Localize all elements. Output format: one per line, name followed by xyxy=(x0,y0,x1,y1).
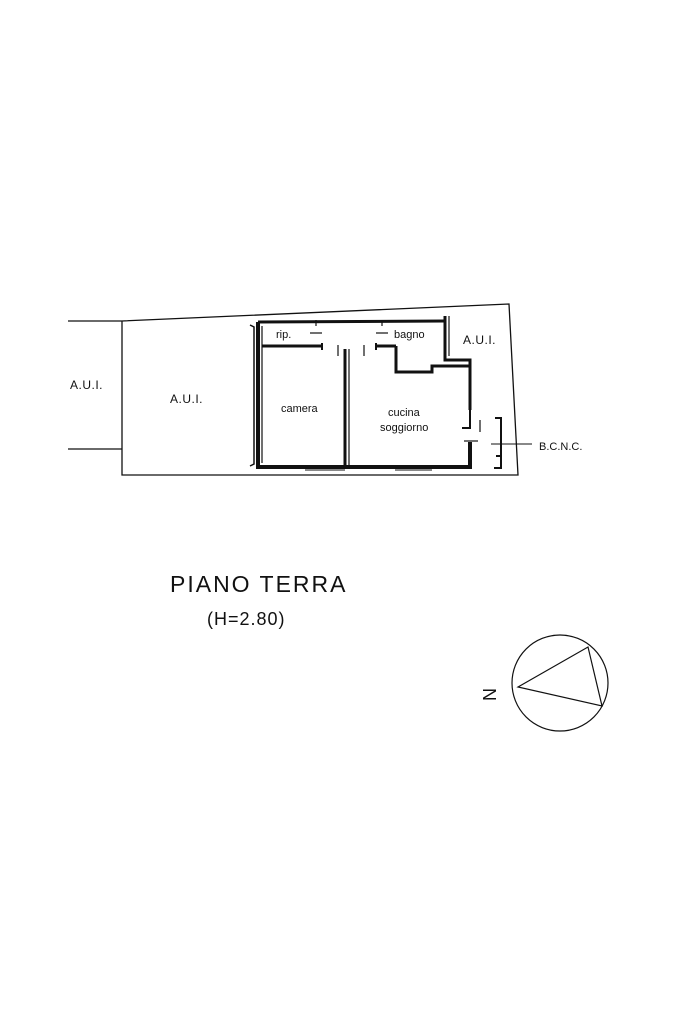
north-label: N xyxy=(480,687,500,701)
label-camera: camera xyxy=(281,403,319,415)
label-aui-mid: A.U.I. xyxy=(170,392,203,406)
site-outline xyxy=(68,303,519,476)
north-arrow-icon: N xyxy=(480,634,609,732)
room-labels: A.U.I. A.U.I. A.U.I. rip. bagno camera c… xyxy=(70,329,582,453)
plan-title: PIANO TERRA (H=2.80) xyxy=(170,571,348,629)
label-cucina: cucina xyxy=(388,407,421,419)
label-soggiorno: soggiorno xyxy=(380,422,428,434)
label-aui-right: A.U.I. xyxy=(463,333,496,347)
floor-title: PIANO TERRA xyxy=(170,571,348,597)
label-bcnc: B.C.N.C. xyxy=(539,441,582,453)
building-walls xyxy=(249,316,532,471)
label-rip: rip. xyxy=(276,329,291,341)
height-note: (H=2.80) xyxy=(207,609,286,629)
label-bagno: bagno xyxy=(394,329,425,341)
label-aui-left: A.U.I. xyxy=(70,378,103,392)
